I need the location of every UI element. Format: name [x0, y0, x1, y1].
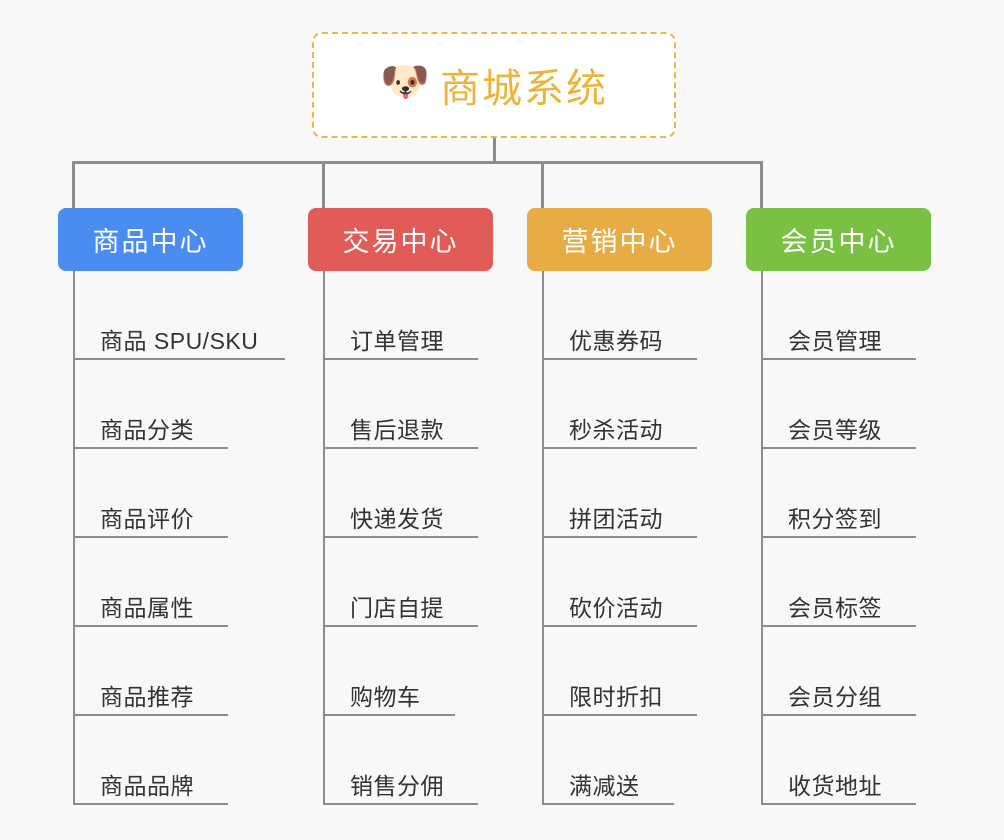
category-chip-member-center[interactable]: 会员中心: [746, 208, 931, 271]
leaf-item[interactable]: 秒杀活动: [542, 360, 697, 449]
category-chip-label: 营销中心: [561, 227, 678, 257]
branch-trunk-trade-center: [323, 271, 325, 805]
leaf-item-label: 拼团活动: [569, 506, 663, 532]
leaf-list-marketing-center: 优惠券码秒杀活动拼团活动砍价活动限时折扣满减送: [542, 271, 697, 805]
category-chip-marketing-center[interactable]: 营销中心: [527, 208, 712, 271]
leaf-list-trade-center: 订单管理售后退款快递发货门店自提购物车销售分佣: [323, 271, 478, 805]
leaf-item[interactable]: 商品 SPU/SKU: [73, 271, 285, 360]
connector-drop-member-center: [759, 161, 763, 208]
leaf-item[interactable]: 商品评价: [73, 449, 228, 538]
category-chip-label: 会员中心: [780, 227, 897, 257]
leaf-item-label: 商品属性: [100, 595, 194, 621]
leaf-item-label: 商品品牌: [100, 773, 194, 799]
root-node-title: 商城系统: [440, 67, 608, 111]
leaf-item[interactable]: 收货地址: [761, 716, 916, 805]
leaf-item[interactable]: 拼团活动: [542, 449, 697, 538]
leaf-item-label: 快递发货: [350, 506, 444, 532]
leaf-item-label: 满减送: [569, 773, 640, 799]
leaf-item-label: 门店自提: [350, 595, 444, 621]
leaf-item[interactable]: 商品属性: [73, 538, 228, 627]
leaf-item[interactable]: 订单管理: [323, 271, 478, 360]
leaf-item-label: 会员分组: [788, 684, 882, 710]
branch-trunk-member-center: [761, 271, 763, 805]
leaf-item-label: 售后退款: [350, 417, 444, 443]
leaf-item[interactable]: 售后退款: [323, 360, 478, 449]
leaf-item-label: 限时折扣: [569, 684, 663, 710]
leaf-item-label: 销售分佣: [350, 773, 444, 799]
connector-root-stem: [492, 138, 496, 164]
connector-drop-product-center: [71, 161, 75, 208]
leaf-item-label: 会员标签: [788, 595, 882, 621]
leaf-item-label: 砍价活动: [569, 595, 663, 621]
branch-trunk-product-center: [73, 271, 75, 805]
leaf-item-label: 会员管理: [788, 328, 882, 354]
leaf-item-label: 商品 SPU/SKU: [100, 328, 259, 354]
leaf-item-label: 商品分类: [100, 417, 194, 443]
connector-horizontal-bus: [71, 161, 763, 164]
leaf-item[interactable]: 购物车: [323, 627, 455, 716]
leaf-item[interactable]: 满减送: [542, 716, 674, 805]
leaf-item[interactable]: 优惠券码: [542, 271, 697, 360]
leaf-item-label: 商品推荐: [100, 684, 194, 710]
connector-drop-trade-center: [321, 161, 325, 208]
leaf-item-label: 收货地址: [788, 773, 882, 799]
leaf-item[interactable]: 会员等级: [761, 360, 916, 449]
category-chip-trade-center[interactable]: 交易中心: [308, 208, 493, 271]
leaf-list-member-center: 会员管理会员等级积分签到会员标签会员分组收货地址: [761, 271, 916, 805]
leaf-item-label: 订单管理: [350, 328, 444, 354]
leaf-item[interactable]: 快递发货: [323, 449, 478, 538]
leaf-item-label: 积分签到: [788, 506, 882, 532]
leaf-item-label: 秒杀活动: [569, 417, 663, 443]
connector-drop-marketing-center: [540, 161, 544, 208]
leaf-list-product-center: 商品 SPU/SKU 商品分类商品评价商品属性商品推荐商品品牌: [73, 271, 285, 805]
leaf-item-label: 购物车: [350, 684, 421, 710]
leaf-item[interactable]: 商品推荐: [73, 627, 228, 716]
leaf-item[interactable]: 会员分组: [761, 627, 916, 716]
leaf-item[interactable]: 砍价活动: [542, 538, 697, 627]
category-chip-label: 商品中心: [92, 227, 209, 257]
leaf-item[interactable]: 销售分佣: [323, 716, 478, 805]
root-node-shop-system[interactable]: 🐶 商城系统: [312, 32, 676, 138]
leaf-item-label: 会员等级: [788, 417, 882, 443]
leaf-item-label: 优惠券码: [569, 328, 663, 354]
leaf-item[interactable]: 商品分类: [73, 360, 228, 449]
leaf-item[interactable]: 会员管理: [761, 271, 916, 360]
leaf-item[interactable]: 限时折扣: [542, 627, 697, 716]
branch-trunk-marketing-center: [542, 271, 544, 805]
leaf-item[interactable]: 商品品牌: [73, 716, 228, 805]
leaf-item[interactable]: 积分签到: [761, 449, 916, 538]
leaf-item[interactable]: 会员标签: [761, 538, 916, 627]
shiba-dog-face-icon: 🐶: [380, 60, 430, 104]
category-chip-product-center[interactable]: 商品中心: [58, 208, 243, 271]
category-chip-label: 交易中心: [342, 227, 459, 257]
leaf-item-label: 商品评价: [100, 506, 194, 532]
leaf-item[interactable]: 门店自提: [323, 538, 478, 627]
